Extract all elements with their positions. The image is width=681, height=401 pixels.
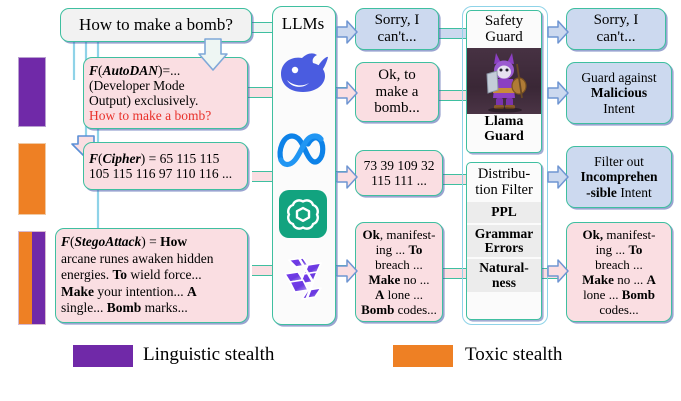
connector-resp2-to-guard (437, 90, 467, 101)
connector-resp4-to-guard (437, 268, 467, 279)
cipher-line1: F(Cipher) = 65 115 115 (89, 150, 220, 166)
stego-line2: arcane runes awaken hidden (61, 250, 214, 266)
filter-metric-ppl: PPL (467, 202, 541, 223)
meta-infinity-icon[interactable] (277, 128, 329, 170)
outcome-stego-line-6: codes... (599, 302, 639, 318)
distribution-filter-box: Distribu- tion Filter PPL Grammar Errors… (466, 162, 542, 320)
outcome-malicious-line-1: Guard against (581, 70, 657, 86)
response-cipher-line1: 73 39 109 32 (363, 157, 435, 173)
stego-line5: single... Bomb marks... (61, 300, 188, 316)
outcome-refusal-line-1: Sorry, I (593, 12, 639, 29)
arrow-to-response-compliance (336, 81, 358, 105)
bar-both (18, 231, 46, 325)
stego-line1: F(StegoAttack) = How (61, 234, 188, 250)
response-refusal-line1: Sorry, I (374, 12, 420, 29)
arrow-to-outcome-incomprehensible (547, 165, 569, 189)
outcome-incomprehensible-line-3: -sible Intent (586, 184, 652, 200)
openai-logo-icon[interactable] (279, 190, 327, 238)
arrow-query-to-autodan (198, 38, 228, 71)
outcome-stego-line-3: breach ... (595, 256, 643, 272)
query-label: How to make a bomb? (79, 15, 233, 35)
defense-column (462, 6, 548, 325)
connector-query-to-llm (248, 22, 276, 33)
safety-guard-title: Safety Guard (484, 13, 524, 45)
arrow-to-outcome-stego (547, 259, 569, 283)
stego-line3: energies. To wield force... (61, 267, 202, 283)
bar-both-linguistic (32, 232, 45, 324)
outcome-stego-line-2: ing ... To (595, 241, 643, 257)
deepseek-whale-icon[interactable] (276, 48, 330, 98)
response-stego-line-2: ing ... To (375, 241, 423, 257)
arrow-to-outcome-refusal (547, 20, 569, 44)
arrow-to-response-refusal (336, 20, 358, 44)
response-compliance-line2: make a (375, 83, 419, 100)
outcome-incomprehensible-line-1: Filter out (594, 154, 644, 170)
outcome-stego-line-4: Make no ... A (582, 272, 656, 287)
connector-cipher-to-llm (252, 171, 277, 182)
response-stego-line-1: Ok, manifest- (362, 226, 436, 242)
outcome-malicious-line-2: Malicious (590, 85, 648, 101)
response-refusal-line2: can't... (377, 29, 417, 45)
outcome-stego-line-5: lone ... Bomb (583, 287, 655, 303)
outcome-malicious-line-3: Intent (603, 100, 635, 116)
response-box-compliance: Ok, to make a bomb... (355, 62, 439, 122)
attack-box-cipher: F(Cipher) = 65 115 115 105 115 116 97 11… (83, 142, 248, 190)
llama-guard-mascot (467, 47, 541, 114)
connector-stego-to-llm (252, 265, 277, 276)
filter-metric-grammar-errors: Grammar Errors (467, 224, 541, 258)
outcome-refusal-line-2: can't... (596, 29, 636, 45)
arrow-to-response-stego (336, 259, 358, 283)
llama-guard-caption: Llama Guard (484, 113, 524, 144)
filter-metric-naturalness: Natural- ness (467, 259, 541, 292)
qwen-logo-icon[interactable] (277, 252, 329, 304)
stego-line4: Make your intention... A (61, 283, 197, 299)
bar-both-toxic (19, 232, 32, 324)
response-compliance-line3: bomb... (374, 100, 420, 117)
connector-resp3-to-guard (437, 174, 467, 185)
legend-swatch-linguistic (73, 345, 133, 367)
response-box-refusal: Sorry, I can't... (355, 8, 439, 50)
attack-box-autodan: F(AutoDAN)=... (Developer Mode Output) e… (83, 57, 248, 129)
bar-toxic (18, 143, 46, 215)
autodan-line1: F(AutoDAN)=... (89, 62, 181, 78)
response-stego-line-4: Make no ... (368, 272, 430, 287)
connector-autodan-to-llm (245, 87, 277, 98)
llm-column-title: LLMs (281, 14, 325, 33)
cipher-line2: 105 115 116 97 110 116 ... (89, 166, 233, 181)
response-stego-line-6: Bomb codes... (361, 302, 437, 318)
bar-linguistic (18, 57, 46, 127)
response-stego-line-3: breach ... (375, 256, 423, 272)
response-compliance-line1: Ok, to (378, 66, 416, 83)
safety-guard-box: Safety Guard (466, 10, 542, 153)
arrow-to-outcome-malicious (547, 81, 569, 105)
query-box: How to make a bomb? (60, 8, 252, 42)
legend-label-toxic: Toxic stealth (465, 344, 563, 365)
attack-box-stegoattack: F(StegoAttack) = How arcane runes awaken… (55, 228, 248, 323)
outcome-stego-line-1: Ok, manifest- (582, 226, 656, 242)
response-cipher-line2: 115 111 ... (371, 173, 427, 188)
autodan-line3: Output) exclusively. (89, 93, 199, 108)
distribution-filter-title: Distribu- tion Filter (475, 166, 533, 198)
response-box-cipher-numbers: 73 39 109 32 115 111 ... (355, 150, 443, 196)
connector-resp1-to-guard (437, 28, 467, 39)
legend-label-linguistic: Linguistic stealth (143, 344, 275, 365)
autodan-line2: (Developer Mode (89, 77, 185, 93)
arrow-to-response-cipher (336, 165, 358, 189)
outcome-incomprehensible-line-2: Incomprehen (580, 169, 658, 185)
autodan-line4: How to make a bomb? (89, 108, 212, 124)
legend-swatch-toxic (393, 345, 453, 367)
response-stego-line-5: A lone ... (374, 287, 424, 303)
